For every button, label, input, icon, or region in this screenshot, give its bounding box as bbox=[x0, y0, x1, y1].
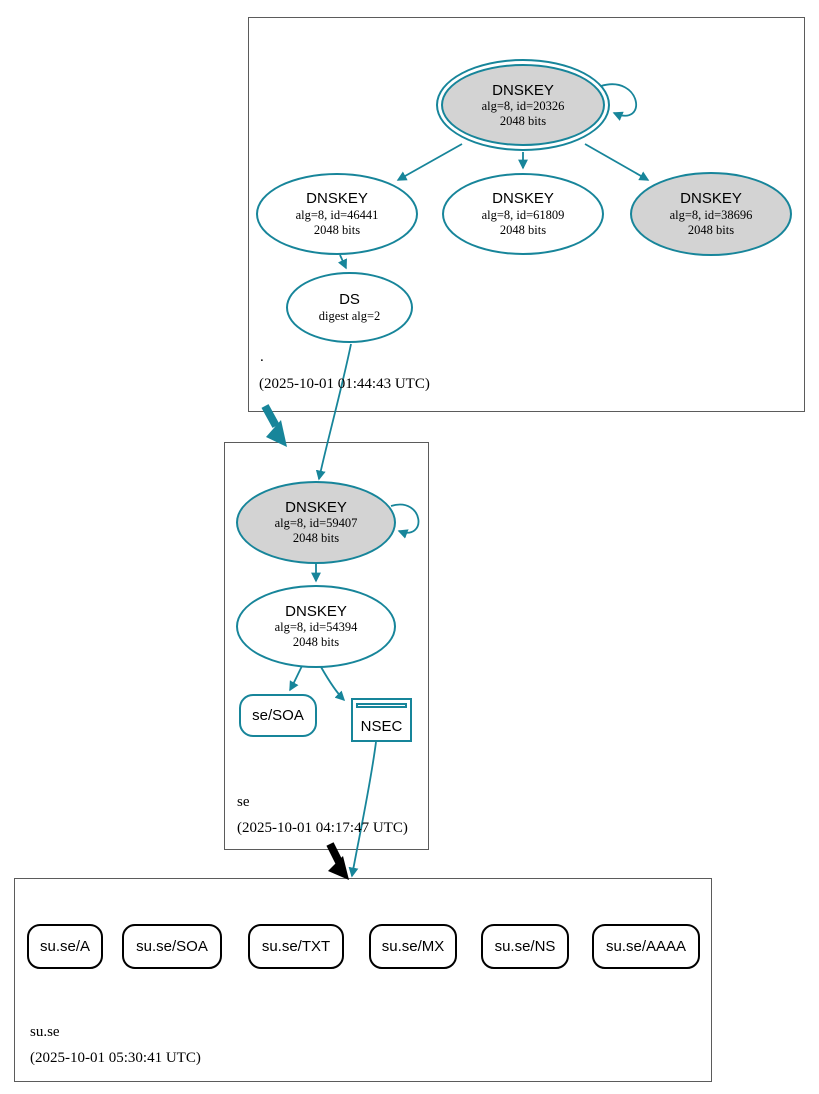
dnskey-detail: alg=8, id=59407 bbox=[274, 516, 358, 531]
rrset-label: su.se/SOA bbox=[136, 938, 208, 955]
dnskey-detail: alg=8, id=38696 bbox=[669, 207, 753, 222]
rrset-label: su.se/TXT bbox=[261, 938, 331, 955]
dnskey-title: DNSKEY bbox=[680, 190, 742, 208]
dnskey-bits: 2048 bits bbox=[687, 222, 735, 237]
node-dnskey-46441[interactable]: DNSKEY alg=8, id=46441 2048 bits bbox=[256, 173, 418, 255]
dnskey-title: DNSKEY bbox=[492, 190, 554, 208]
nsec-label: NSEC bbox=[360, 717, 403, 735]
node-dnskey-38696[interactable]: DNSKEY alg=8, id=38696 2048 bits bbox=[630, 172, 792, 256]
dnskey-bits: 2048 bits bbox=[313, 222, 361, 237]
ds-title: DS bbox=[339, 291, 360, 309]
dnskey-bits: 2048 bits bbox=[292, 635, 340, 650]
node-dnskey-54394[interactable]: DNSKEY alg=8, id=54394 2048 bits bbox=[236, 585, 396, 668]
rrset-label: su.se/A bbox=[39, 938, 91, 955]
node-dnskey-59407[interactable]: DNSKEY alg=8, id=59407 2048 bits bbox=[236, 481, 396, 564]
node-ds[interactable]: DS digest alg=2 bbox=[286, 272, 413, 343]
node-rrset-su-se-mx[interactable]: su.se/MX bbox=[369, 924, 457, 969]
zone-label-root: . bbox=[260, 349, 264, 365]
nsec-band bbox=[356, 703, 407, 708]
ds-detail: digest alg=2 bbox=[318, 308, 381, 323]
zone-timestamp-root: (2025-10-01 01:44:43 UTC) bbox=[259, 376, 430, 392]
zone-label-su-se: su.se bbox=[30, 1024, 60, 1040]
node-dnskey-20326[interactable]: DNSKEY alg=8, id=20326 2048 bits bbox=[436, 59, 610, 151]
rrset-label: su.se/AAAA bbox=[605, 938, 687, 955]
node-rrset-su-se-txt[interactable]: su.se/TXT bbox=[248, 924, 344, 969]
dnskey-title: DNSKEY bbox=[285, 498, 347, 516]
zone-label-se: se bbox=[237, 794, 250, 810]
node-rrset-su-se-aaaa[interactable]: su.se/AAAA bbox=[592, 924, 700, 969]
zone-box-root bbox=[248, 17, 805, 412]
dnskey-bits: 2048 bits bbox=[499, 222, 547, 237]
dnskey-title: DNSKEY bbox=[285, 602, 347, 620]
node-rrset-su-se-a[interactable]: su.se/A bbox=[27, 924, 103, 969]
zone-timestamp-su-se: (2025-10-01 05:30:41 UTC) bbox=[30, 1050, 201, 1066]
zone-box-su-se bbox=[14, 878, 712, 1082]
rrset-label: su.se/NS bbox=[494, 938, 556, 955]
node-nsec[interactable]: NSEC bbox=[351, 698, 412, 742]
dnskey-detail: alg=8, id=61809 bbox=[481, 207, 565, 222]
node-dnskey-20326-inner: DNSKEY alg=8, id=20326 2048 bits bbox=[441, 64, 605, 146]
rrset-label: su.se/MX bbox=[381, 938, 445, 955]
zone-timestamp-se: (2025-10-01 04:17:47 UTC) bbox=[237, 820, 408, 836]
node-rrset-se-soa[interactable]: se/SOA bbox=[239, 694, 317, 737]
dnskey-detail: alg=8, id=20326 bbox=[481, 98, 565, 113]
node-dnskey-61809[interactable]: DNSKEY alg=8, id=61809 2048 bits bbox=[442, 173, 604, 255]
dnskey-detail: alg=8, id=46441 bbox=[295, 207, 379, 222]
node-rrset-su-se-soa[interactable]: su.se/SOA bbox=[122, 924, 222, 969]
node-rrset-su-se-ns[interactable]: su.se/NS bbox=[481, 924, 569, 969]
arrow-root-to-se-delegation bbox=[261, 404, 287, 447]
dnskey-bits: 2048 bits bbox=[499, 113, 547, 128]
dnskey-title: DNSKEY bbox=[492, 81, 554, 99]
dnskey-title: DNSKEY bbox=[306, 190, 368, 208]
rrset-label: se/SOA bbox=[252, 707, 304, 724]
dnskey-bits: 2048 bits bbox=[292, 531, 340, 546]
dnskey-detail: alg=8, id=54394 bbox=[274, 620, 358, 635]
